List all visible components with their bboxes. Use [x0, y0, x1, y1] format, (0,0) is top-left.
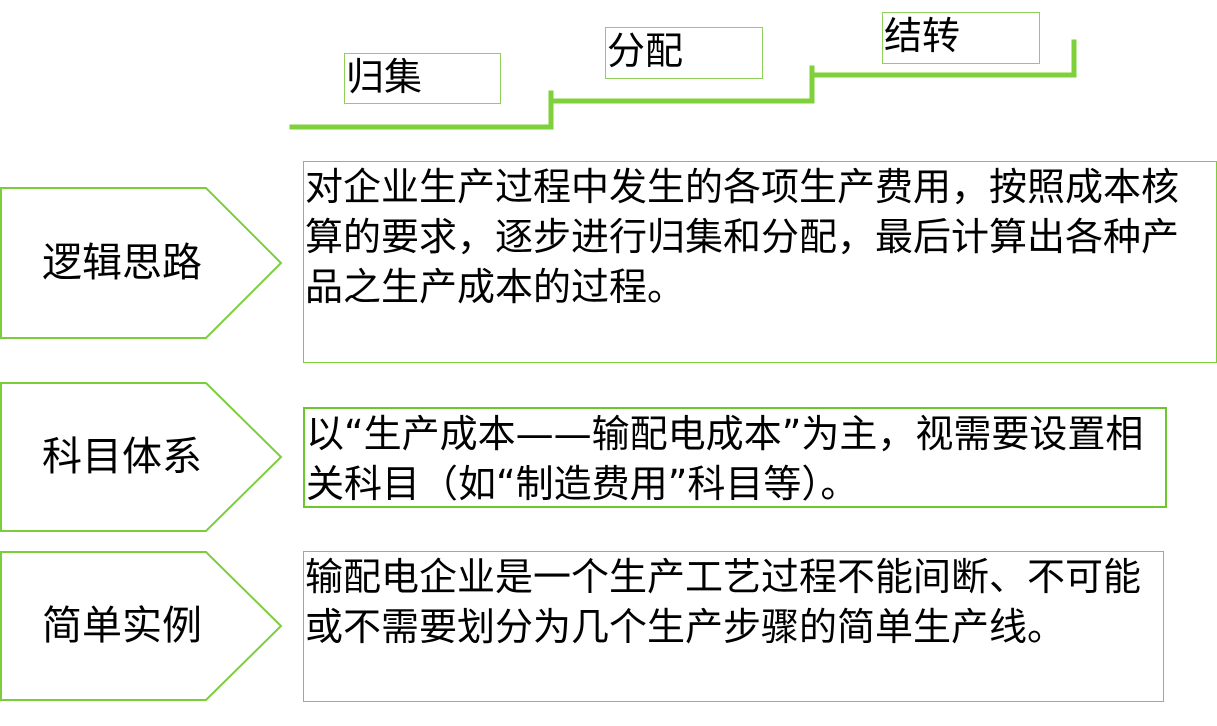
- row-content-logic: 对企业生产过程中发生的各项生产费用，按照成本核算的要求，逐步进行归集和分配，最后…: [303, 161, 1217, 363]
- pentagon-arrow-logic: [0, 187, 283, 339]
- pentagon-arrow-example: [0, 551, 283, 701]
- stage-label-allocate: 分配: [605, 27, 763, 79]
- row-title-accounts: 科目体系: [42, 434, 202, 480]
- row-title-example: 简单实例: [42, 603, 202, 649]
- row-title-logic: 逻辑思路: [42, 240, 202, 286]
- stage-step-line: [289, 39, 1077, 130]
- stage-label-transfer: 结转: [882, 12, 1040, 64]
- stage-label-collect: 归集: [344, 53, 501, 104]
- row-content-accounts: 以“生产成本——输配电成本”为主，视需要设置相关科目（如“制造费用”科目等）。: [303, 407, 1167, 508]
- pentagon-arrow-accounts: [0, 382, 283, 532]
- row-content-example: 输配电企业是一个生产工艺过程不能间断、不可能或不需要划分为几个生产步骤的简单生产…: [303, 551, 1164, 702]
